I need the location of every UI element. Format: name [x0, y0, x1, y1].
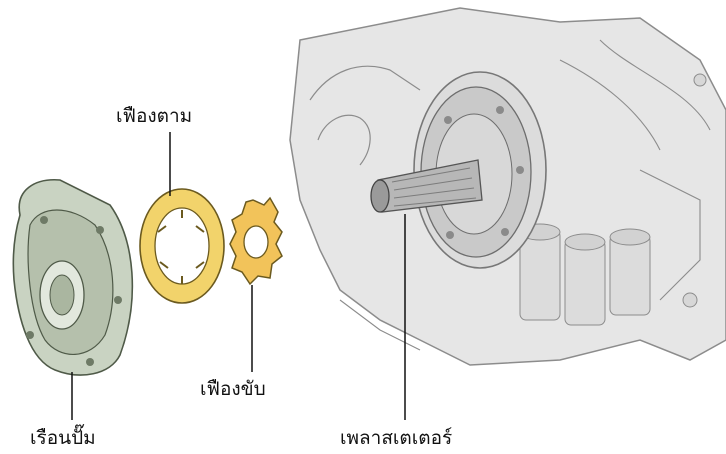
driven-gear-label: เฟืองตาม: [116, 107, 192, 126]
stator-shaft-label: เพลาสเตเตอร์: [340, 429, 452, 448]
drive-gear: [230, 198, 282, 284]
drive-gear-label: เฟืองขับ: [200, 380, 266, 399]
driven-gear: [140, 189, 224, 303]
pump-body: [13, 180, 132, 375]
pump-body-label: เรือนปั๊ม: [30, 429, 96, 448]
